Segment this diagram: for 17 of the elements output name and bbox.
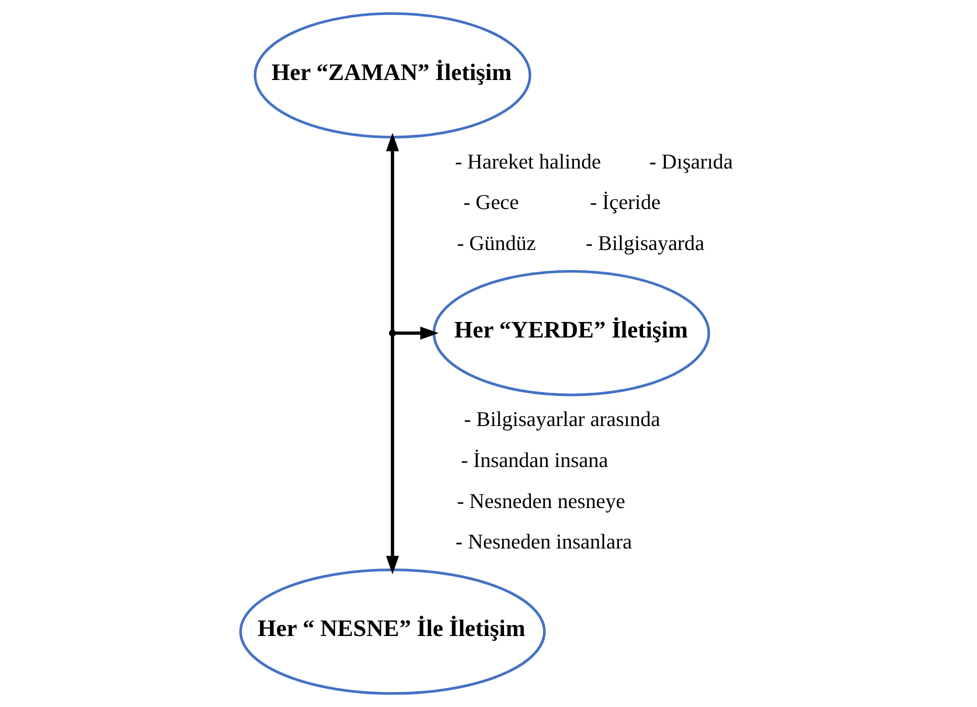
arrow <box>386 132 398 330</box>
label: - Gündüz <box>456 230 536 255</box>
node-ellipse: Her “YERDE” İletişim <box>432 270 710 396</box>
label: - Bilgisayarda <box>585 230 704 255</box>
arrow <box>395 326 438 340</box>
label: - Gece <box>462 190 518 214</box>
node-ellipse: Her “ NESNE” İle İletişim <box>238 568 546 695</box>
arrow <box>386 336 398 574</box>
label: - İçeride <box>589 190 660 214</box>
label: - Hareket halinde <box>454 149 600 174</box>
label: - Nesneden nesneye <box>456 488 625 513</box>
label: - İnsandan insana <box>460 448 608 472</box>
node-ellipse: Her “ZAMAN” İletişim <box>253 12 531 138</box>
label: - Nesneden insanlara <box>455 530 632 554</box>
node-point <box>388 330 396 337</box>
label: - Dışarıda <box>648 149 732 174</box>
label: - Bilgisayarlar arasında <box>464 407 660 432</box>
